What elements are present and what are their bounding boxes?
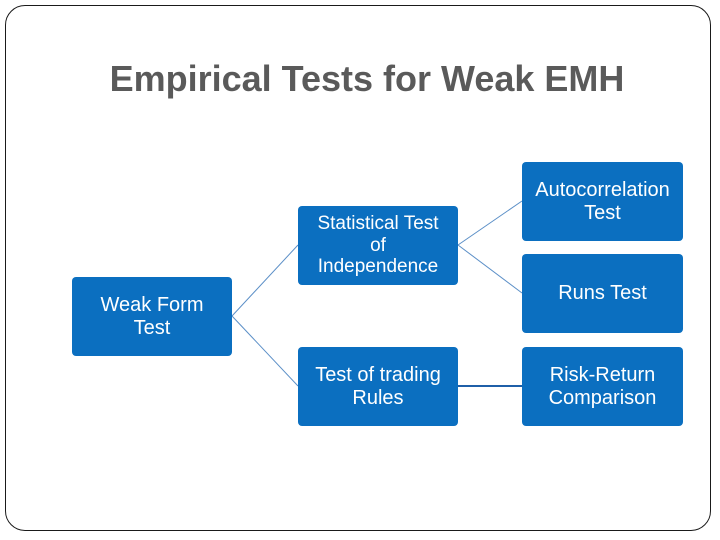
node-risk-return-label: Risk-Return Comparison <box>548 363 657 409</box>
connector-statistical-to-autocorrelation <box>457 200 523 246</box>
node-autocorrelation-test: Autocorrelation Test <box>522 162 683 241</box>
connector-statistical-to-runs <box>457 244 523 294</box>
slide-title: Empirical Tests for Weak EMH <box>109 58 625 99</box>
node-weak-form-test-label: Weak Form Test <box>100 293 204 339</box>
connector-root-to-statistical <box>231 244 299 317</box>
node-test-of-trading-rules: Test of trading Rules <box>298 347 458 426</box>
connector-root-to-trading <box>231 315 299 387</box>
node-weak-form-test: Weak Form Test <box>72 277 232 356</box>
node-statistical-test-of-independence: Statistical Test of Independence <box>298 206 458 285</box>
node-trading-rules-label: Test of trading Rules <box>315 363 441 409</box>
node-runs-test: Runs Test <box>522 254 683 333</box>
node-runs-test-label: Runs Test <box>558 282 647 305</box>
node-risk-return-comparison: Risk-Return Comparison <box>522 347 683 426</box>
node-statistical-test-label: Statistical Test of Independence <box>317 213 439 278</box>
node-autocorrelation-label: Autocorrelation Test <box>535 178 670 224</box>
